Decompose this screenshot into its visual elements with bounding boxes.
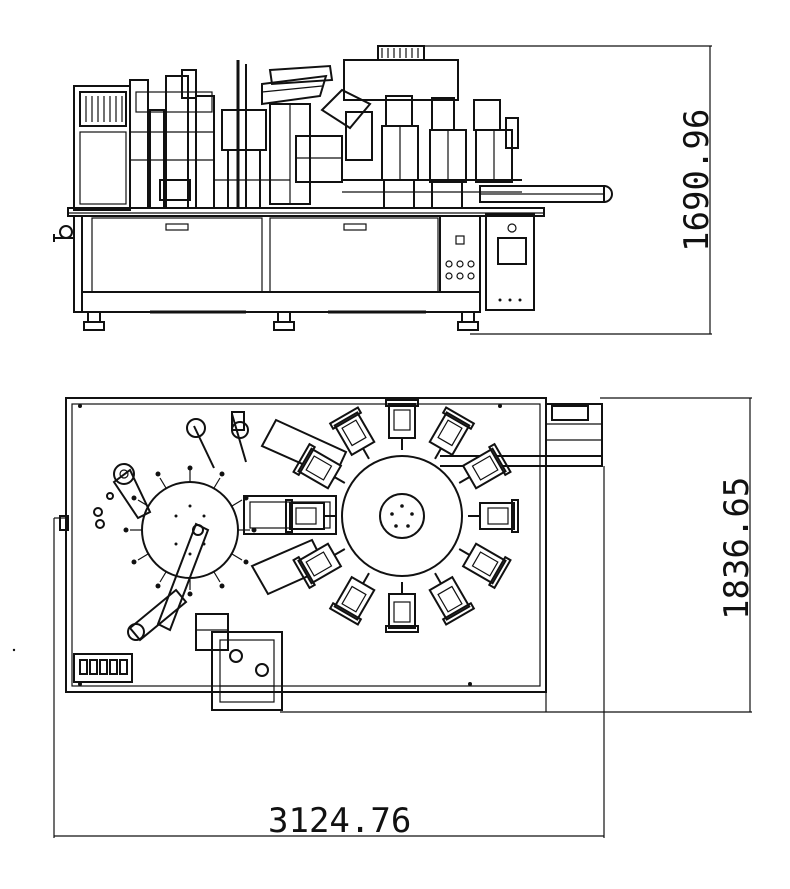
turret-station [292, 442, 346, 490]
turret-station [385, 582, 419, 633]
top-view [53, 397, 752, 838]
turret-station [328, 572, 376, 626]
turret-station [428, 572, 476, 626]
turret-stations [285, 399, 519, 633]
top-depth-dimension: 1836.65 [717, 477, 757, 620]
turret-station [458, 542, 512, 590]
side-height-dimension: 1690.96 [677, 109, 717, 252]
turret-station [468, 499, 519, 533]
turret-station [285, 499, 336, 533]
turret-station [292, 542, 346, 590]
top-width-dimension: 3124.76 [268, 801, 411, 841]
turret-station [328, 406, 376, 460]
turret-station [385, 399, 419, 450]
turret-station [428, 406, 476, 460]
turret-station [458, 442, 512, 490]
side-view [53, 45, 712, 335]
